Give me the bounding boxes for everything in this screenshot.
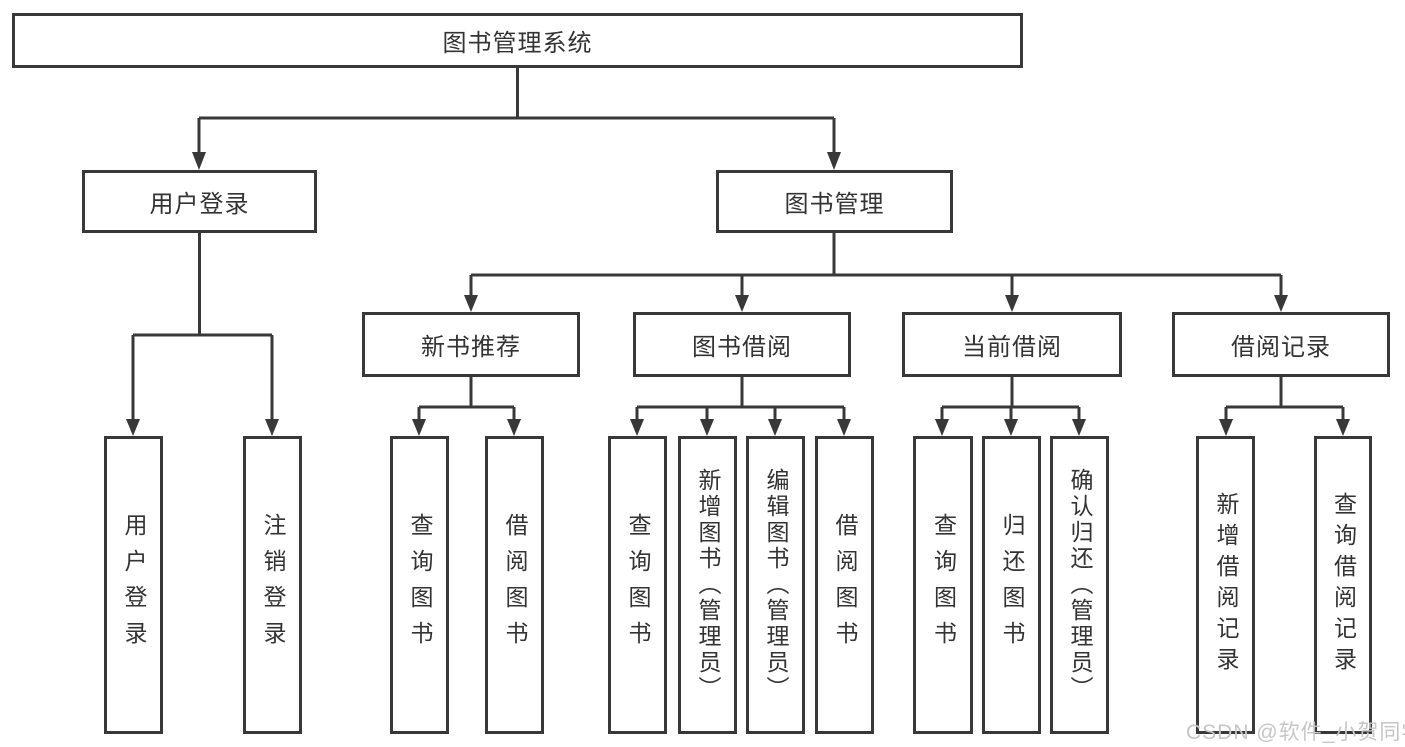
leaf-return-books: 归还图书: [982, 436, 1041, 734]
leaf-add-book-admin: 新增图书（管理员）: [678, 436, 737, 734]
node-book-borrow: 图书借阅: [633, 312, 851, 377]
csdn-watermark: CSDN @软件_小贺同学: [1186, 721, 1405, 744]
leaf-label: 查询借阅记录: [1330, 492, 1357, 678]
leaf-label: 借阅图书: [502, 513, 528, 657]
node-book-management: 图书管理: [716, 170, 953, 233]
leaf-label: 用户登录: [121, 513, 147, 657]
node-new-book-recommend: 新书推荐: [362, 312, 580, 377]
leaf-confirm-return-admin: 确认归还（管理员）: [1050, 436, 1109, 734]
leaf-query-books-current: 查询图书: [913, 436, 973, 734]
node-label: 用户登录: [149, 191, 250, 218]
leaf-logout: 注销登录: [243, 436, 302, 734]
leaf-label: 新增图书（管理员）: [695, 468, 721, 702]
leaf-add-borrow-record: 新增借阅记录: [1196, 436, 1255, 734]
leaf-edit-book-admin: 编辑图书（管理员）: [746, 436, 805, 734]
node-borrow-records: 借阅记录: [1172, 312, 1390, 377]
leaf-borrow-books: 借阅图书: [815, 436, 874, 734]
node-label: 新书推荐: [421, 334, 521, 361]
leaf-label: 注销登录: [260, 513, 286, 657]
leaf-label: 查询图书: [625, 513, 651, 657]
node-label: 当前借阅: [962, 334, 1062, 361]
node-label: 借阅记录: [1231, 334, 1331, 361]
node-label: 图书管理: [784, 191, 885, 218]
node-current-borrow: 当前借阅: [902, 312, 1122, 377]
node-user-login: 用户登录: [82, 170, 317, 233]
leaf-label: 查询图书: [407, 513, 433, 657]
leaf-label: 编辑图书（管理员）: [763, 468, 789, 702]
leaf-label: 新增借阅记录: [1213, 492, 1239, 678]
leaf-label: 查询图书: [930, 513, 957, 657]
leaf-label: 确认归还（管理员）: [1067, 468, 1093, 702]
leaf-query-books-borrow: 查询图书: [608, 436, 667, 734]
node-root-system: 图书管理系统: [12, 13, 1023, 68]
leaf-query-books-recommend: 查询图书: [390, 436, 449, 734]
leaf-label: 借阅图书: [832, 513, 858, 657]
node-label: 图书管理系统: [442, 30, 593, 57]
leaf-query-borrow-record: 查询借阅记录: [1314, 436, 1372, 734]
leaf-label: 归还图书: [999, 513, 1025, 657]
leaf-user-login: 用户登录: [104, 436, 163, 734]
node-label: 图书借阅: [692, 334, 792, 361]
leaf-borrow-books-recommend: 借阅图书: [485, 436, 544, 734]
